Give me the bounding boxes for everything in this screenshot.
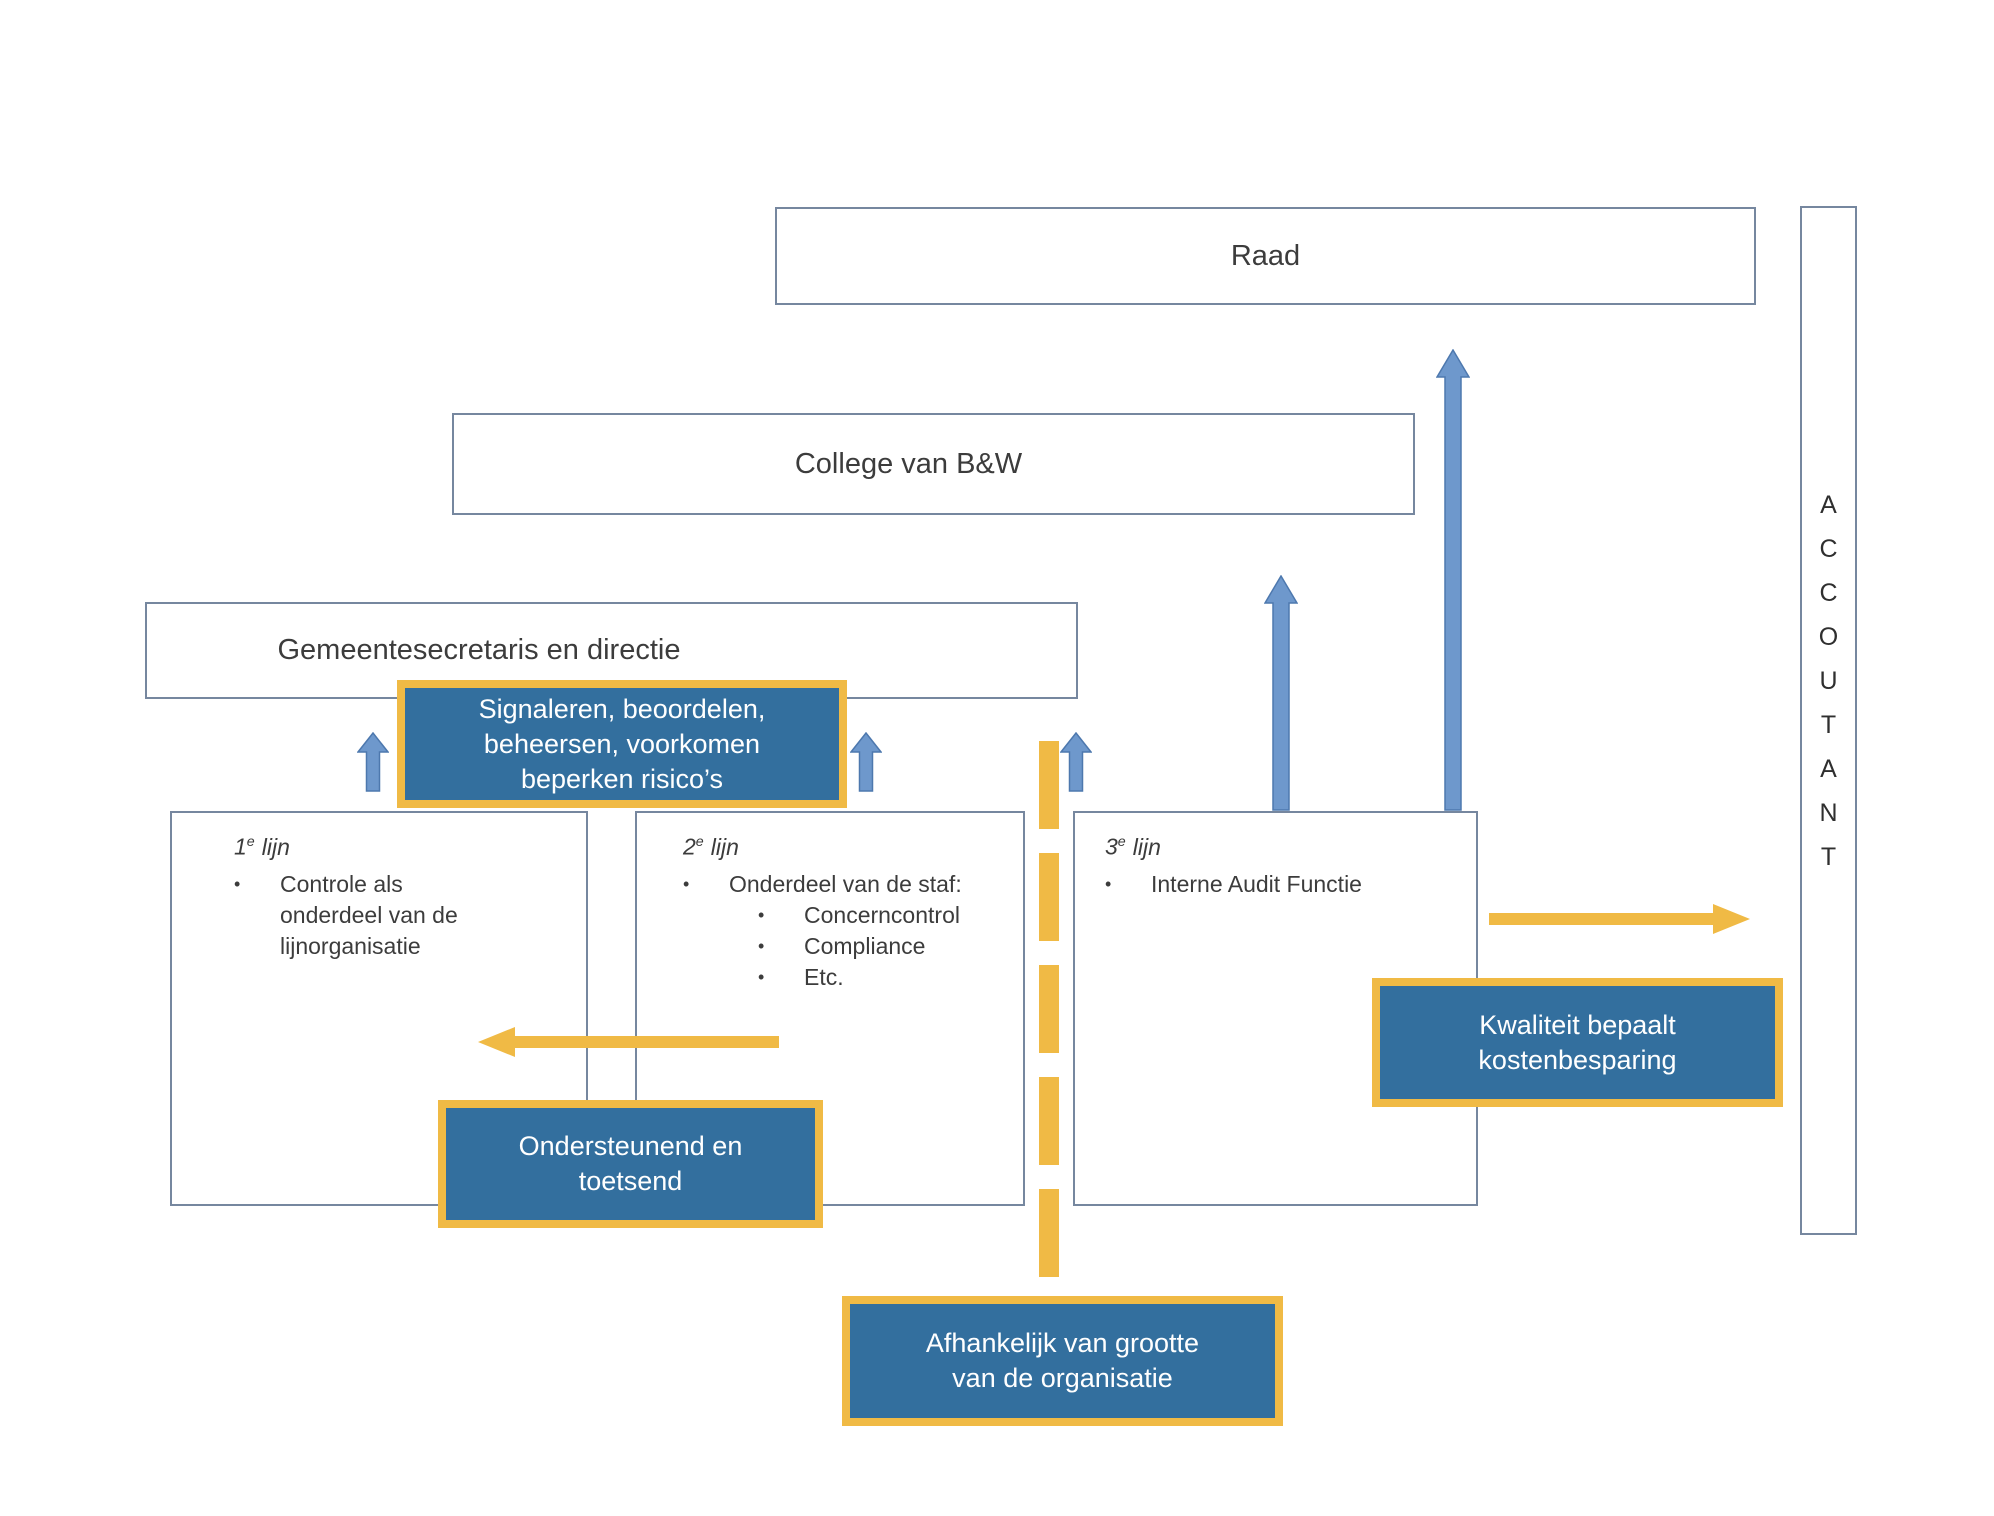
accountant-letters: A C C O U T A N T [1818, 490, 1839, 871]
bullet-icon: • [758, 935, 765, 956]
box-raad-label: Raad [1230, 239, 1301, 272]
arrow-up-icon [357, 732, 389, 792]
sub-bullet-concerncontrol: Concerncontrol [804, 901, 960, 928]
bullet-icon: • [758, 966, 765, 987]
callout-signaleren: Signaleren, beoordelen, beheersen, voork… [397, 680, 847, 808]
box-college-van-bw: College van B&W [452, 413, 1415, 515]
bullet-icon: • [758, 904, 765, 925]
arrow-up-to-raad-icon [1436, 349, 1470, 811]
first-line-bullet: Controle als onderdeel van de lijnorgani… [280, 870, 458, 959]
list-item: • Compliance [758, 931, 1023, 962]
third-line-bullet: Interne Audit Functie [1151, 870, 1362, 897]
box-college-label: College van B&W [794, 447, 1023, 480]
arrow-up-icon [850, 732, 882, 792]
arrow-up-icon [1060, 732, 1092, 792]
dashed-divider [1039, 741, 1059, 1278]
bullet-icon: • [683, 873, 690, 894]
sub-bullet-etc: Etc. [804, 963, 844, 990]
list-item: • Onderdeel van de staf: [683, 869, 1023, 900]
second-line-sublist: • Concerncontrol • Compliance • Etc. [758, 900, 1023, 993]
sub-bullet-compliance: Compliance [804, 932, 926, 959]
callout-ondersteunend: Ondersteunend en toetsend [438, 1100, 823, 1228]
second-line-bullet: Onderdeel van de staf: [729, 870, 962, 897]
box-accountant-vertical: A C C O U T A N T [1800, 206, 1857, 1235]
list-item: • Controle als onderdeel van de lijnorga… [234, 869, 586, 962]
callout-afhankelijk: Afhankelijk van grootte van de organisat… [842, 1296, 1283, 1426]
list-item: • Interne Audit Functie [1105, 869, 1476, 900]
list-item: • Concerncontrol [758, 900, 1023, 931]
arrow-right-icon [1489, 904, 1750, 934]
box-raad: Raad [775, 207, 1756, 305]
bullet-icon: • [1105, 873, 1112, 894]
arrow-up-to-college-icon [1264, 575, 1298, 811]
box-gemeente-label: Gemeentesecretaris en directie [277, 634, 681, 666]
callout-kwaliteit: Kwaliteit bepaalt kostenbesparing [1372, 978, 1783, 1107]
list-item: • Etc. [758, 962, 1023, 993]
bullet-icon: • [234, 873, 241, 894]
arrow-left-icon [478, 1027, 779, 1057]
